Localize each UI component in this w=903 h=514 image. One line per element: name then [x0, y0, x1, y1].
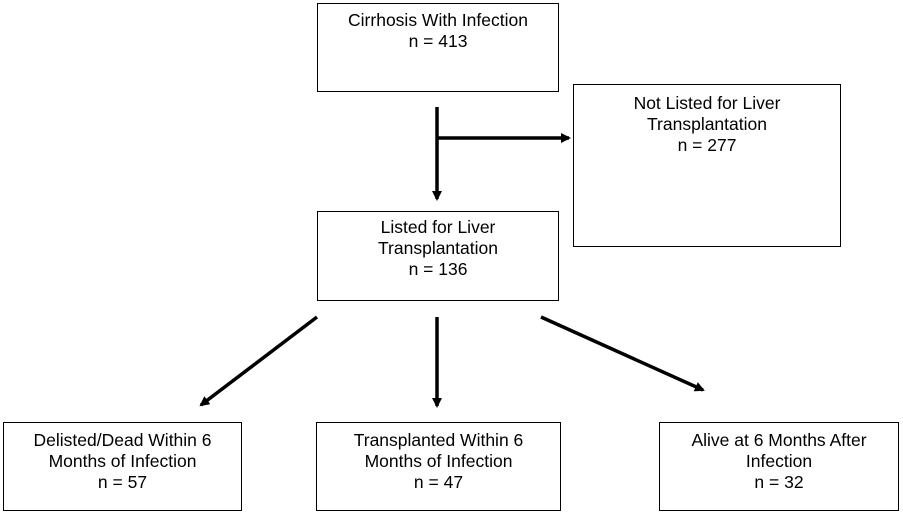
- box-line: Months of Infection: [48, 451, 197, 471]
- box-count: n = 277: [677, 135, 737, 155]
- box-listed-for-transplantation: Listed for Liver Transplantation n = 136: [317, 211, 559, 301]
- box-line: Transplanted Within 6: [353, 430, 524, 450]
- box-count: n = 57: [97, 472, 148, 492]
- box-alive-at-6-months: Alive at 6 Months After Infection n = 32: [659, 422, 899, 511]
- box-line: Cirrhosis With Infection: [348, 10, 528, 30]
- arrow-listed-to-alive: [540, 315, 705, 392]
- box-line: Listed for Liver: [380, 217, 496, 237]
- box-cirrhosis-with-infection: Cirrhosis With Infection n = 413: [317, 3, 559, 92]
- box-line: Not Listed for Liver: [633, 93, 781, 113]
- box-transplanted: Transplanted Within 6 Months of Infectio…: [316, 422, 561, 511]
- box-line: Months of Infection: [364, 451, 513, 471]
- box-line: Infection: [745, 451, 813, 471]
- box-count: n = 47: [413, 472, 464, 492]
- box-count: n = 136: [408, 259, 468, 279]
- arrow-listed-to-delisted: [199, 315, 319, 407]
- box-line: Delisted/Dead Within 6: [33, 430, 212, 450]
- box-line: Transplantation: [647, 114, 767, 134]
- box-line: Transplantation: [378, 238, 498, 258]
- box-delisted-dead: Delisted/Dead Within 6 Months of Infecti…: [3, 422, 242, 511]
- box-line: Alive at 6 Months After: [691, 430, 867, 450]
- box-not-listed-for-transplantation: Not Listed for Liver Transplantation n =…: [573, 84, 841, 247]
- box-count: n = 32: [754, 472, 804, 492]
- box-count: n = 413: [408, 31, 468, 51]
